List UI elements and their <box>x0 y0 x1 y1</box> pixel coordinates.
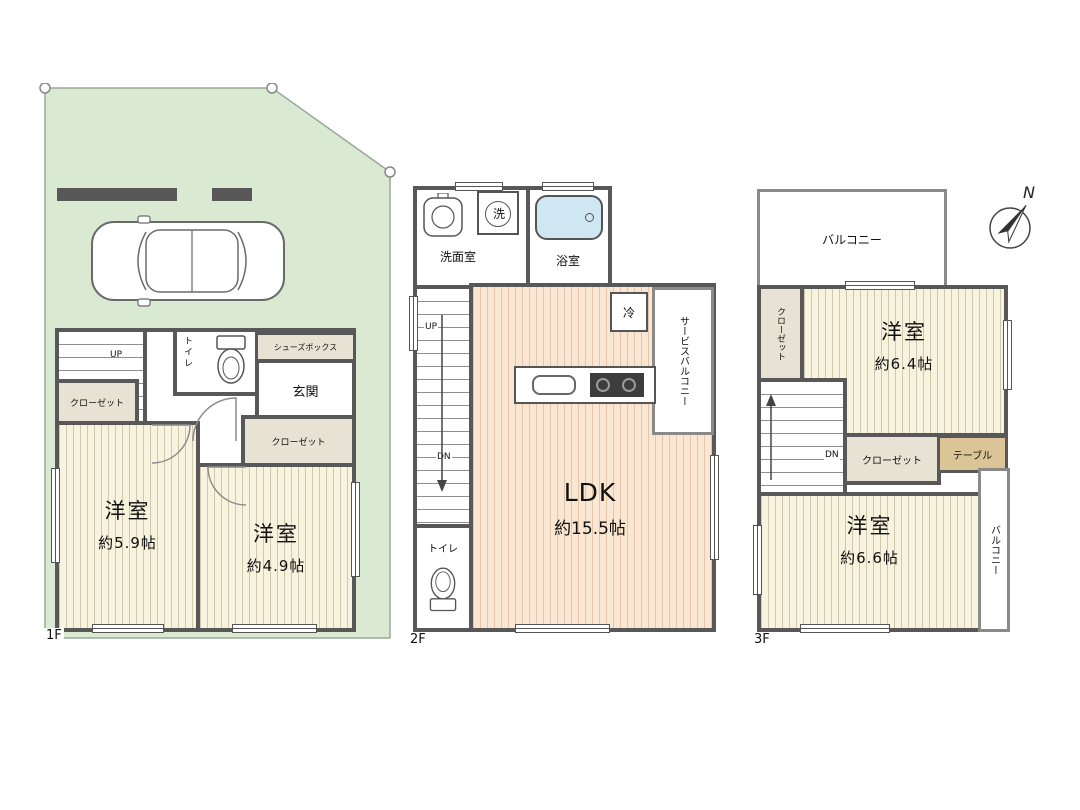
window <box>351 482 360 577</box>
stove <box>590 373 644 397</box>
carport-wall-left <box>57 188 177 201</box>
room-b-size-1f: 約4.9帖 <box>246 557 306 575</box>
entrance-label: 玄関 <box>292 384 319 400</box>
window <box>515 624 610 633</box>
closet-left-3f: クローゼット <box>757 285 804 382</box>
burner <box>622 378 636 392</box>
service-balcony-label: サービスバルコニー <box>677 316 689 406</box>
window <box>845 281 915 290</box>
table-label: テーブル <box>952 450 993 462</box>
room-a-name-1f: 洋室 <box>104 499 151 523</box>
car-icon <box>91 215 285 307</box>
ldk-name: LDK <box>563 478 617 507</box>
bathtub-drain <box>585 213 594 222</box>
toilet-label-2f: トイレ <box>413 540 473 555</box>
fridge-label: 冷 <box>622 305 635 320</box>
table-counter-3f: テーブル <box>937 435 1008 473</box>
closet-right-1f: クローゼット <box>241 415 356 467</box>
fridge-icon: 冷 <box>610 292 648 332</box>
bathtub-icon <box>535 195 603 240</box>
balcony-right-label: バルコニー <box>988 525 1000 575</box>
toilet-label-1f: トイレ <box>182 336 192 369</box>
sink-icon-2f <box>423 193 463 237</box>
window <box>753 525 762 595</box>
shoes-box-label: シューズボックス <box>273 342 338 352</box>
washing-machine-icon: 洗 <box>477 191 519 235</box>
toilet-icon-1f <box>216 335 246 384</box>
toilet-label-text-2f: トイレ <box>428 544 458 555</box>
stairs-3f <box>757 378 847 496</box>
burner <box>596 378 610 392</box>
room-a-size-1f: 約5.9帖 <box>98 534 157 552</box>
ldk-labels: LDK 約15.5帖 <box>505 478 675 539</box>
kitchen-counter <box>514 366 656 404</box>
room-a-name-3f: 洋室 <box>881 320 927 344</box>
washer-label: 洗 <box>493 205 506 222</box>
stairs-down-label-2f: DN <box>436 452 452 462</box>
room-a-size-3f: 約6.4帖 <box>874 355 934 373</box>
washing-machine-drum <box>485 201 511 227</box>
window <box>710 455 719 560</box>
closet-left-1f: クローゼット <box>55 379 139 425</box>
north-compass: N <box>989 183 1035 249</box>
window <box>409 296 418 351</box>
kitchen-sink <box>532 375 576 395</box>
window <box>455 182 503 191</box>
window <box>542 182 594 191</box>
room-a-labels-1f: 洋室 約5.9帖 <box>55 495 200 553</box>
room-b-labels-3f: 洋室 約6.6帖 <box>757 510 982 568</box>
stairs-up-label-1f: UP <box>110 350 123 360</box>
service-balcony: サービスバルコニー <box>652 287 714 435</box>
room-a-labels-3f: 洋室 約6.4帖 <box>800 316 1008 374</box>
toilet-icon-2f <box>429 567 457 612</box>
closet-left-label-3f: クローゼット <box>775 306 785 361</box>
washroom-label: 洗面室 <box>440 250 477 264</box>
window <box>800 624 890 633</box>
window <box>92 624 164 633</box>
bathroom-label: 浴室 <box>556 254 581 268</box>
floor-label-3f: 3F <box>752 632 772 647</box>
ldk-size: 約15.5帖 <box>554 519 626 539</box>
room-b-name-3f: 洋室 <box>846 514 893 538</box>
closet-right-label-1f: クローゼット <box>271 437 326 448</box>
stairs-up-label-2f: UP <box>424 322 439 332</box>
closet-mid-label-3f: クローゼット <box>862 455 922 467</box>
closet-mid-3f: クローゼット <box>843 433 941 485</box>
room-b-labels-1f: 洋室 約4.9帖 <box>196 518 356 576</box>
entrance-1f: 玄関 <box>255 359 356 421</box>
window <box>51 468 60 563</box>
balcony-top-label: バルコニー <box>822 232 882 247</box>
room-b-size-3f: 約6.6帖 <box>840 549 899 567</box>
north-label: N <box>1023 183 1035 202</box>
shoes-box-1f: シューズボックス <box>255 332 356 362</box>
stairs-down-label-3f: DN <box>824 450 840 460</box>
room-b-name-1f: 洋室 <box>253 522 299 546</box>
western-room-6_6 <box>757 492 982 632</box>
stairs-2f <box>413 285 473 528</box>
window <box>1003 320 1012 390</box>
carport-wall-right <box>212 188 252 201</box>
balcony-right-3f: バルコニー <box>978 468 1010 632</box>
closet-left-label-1f: クローゼット <box>69 398 124 409</box>
floor-label-1f: 1F <box>44 628 64 643</box>
floor-label-2f: 2F <box>408 632 428 647</box>
balcony-top-3f: バルコニー <box>757 189 947 289</box>
window <box>232 624 317 633</box>
